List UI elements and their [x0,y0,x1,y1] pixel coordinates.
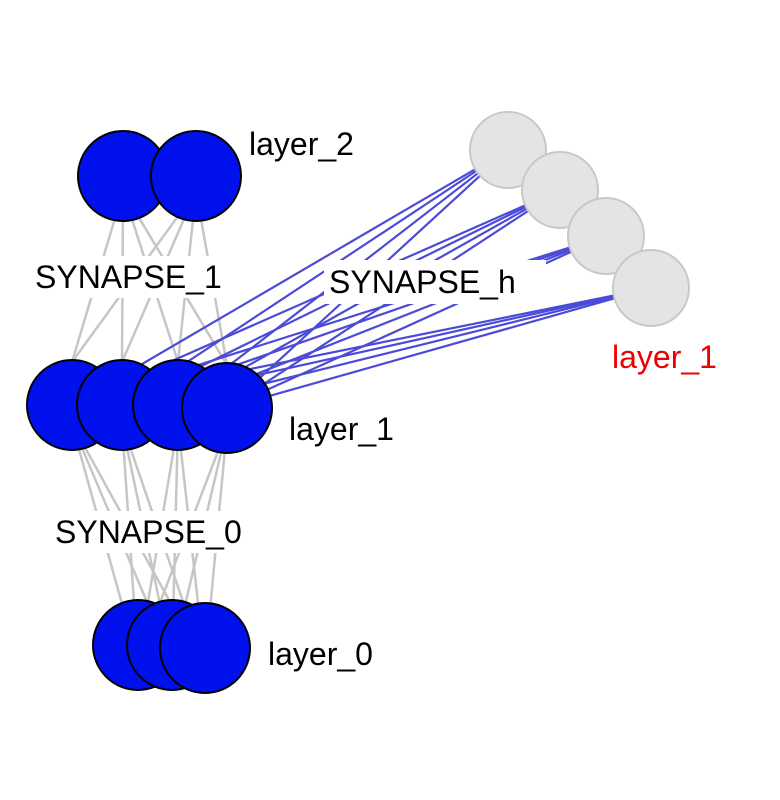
synapse-h-edge [155,166,482,384]
context-layer-1-node [567,197,645,275]
synapse-1-label: SYNAPSE_1 [35,259,222,295]
synapse-1-label-bg [30,256,250,298]
synapse-h-edge [109,201,532,390]
context-layer-1-label: layer_1 [612,339,717,375]
synapse-h-edge [217,294,621,397]
context-layer-1-node [469,111,547,189]
synapse-0-label-bg [50,511,272,553]
synapse-h-label: SYNAPSE_h [329,264,516,300]
layer-0-node [159,602,251,694]
layer-1-label: layer_1 [289,411,394,447]
network-nodes [26,111,690,694]
layer-0-label: layer_0 [268,636,373,672]
layer-1-node [181,362,273,454]
layer-2-node [150,130,242,222]
layer-2-label: layer_2 [249,126,354,162]
synapse-h-edge [266,295,621,398]
synapse-h-edge [106,165,481,386]
synapse-h-label-bg [324,260,546,304]
context-layer-1-node [612,249,690,327]
synapse-0-label: SYNAPSE_0 [55,514,242,550]
